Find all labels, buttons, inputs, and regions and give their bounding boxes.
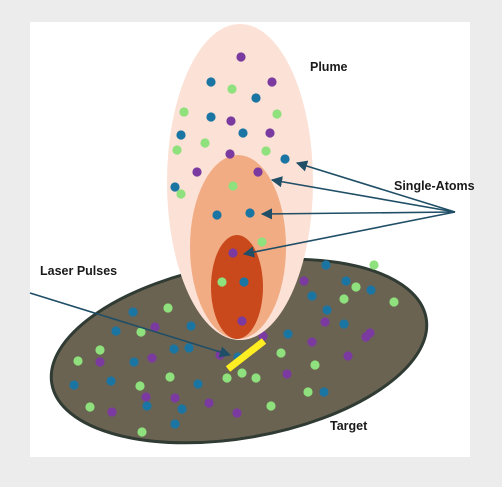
target-label: Target (330, 419, 368, 433)
atom-dot (261, 146, 271, 156)
atom-dot (303, 387, 313, 397)
atom-dot (176, 189, 186, 199)
atom-dot (369, 260, 379, 270)
atom-dot (239, 277, 249, 287)
atom-dot (193, 379, 203, 389)
atom-dot (265, 128, 275, 138)
atom-dot (389, 297, 399, 307)
atom-dot (245, 208, 255, 218)
atom-dot (163, 303, 173, 313)
atom-dot (129, 357, 139, 367)
atom-dot (227, 84, 237, 94)
atom-dot (186, 321, 196, 331)
atom-dot (170, 393, 180, 403)
atom-dot (142, 401, 152, 411)
atom-dot (339, 294, 349, 304)
atom-dot (319, 387, 329, 397)
atom-dot (95, 357, 105, 367)
atom-dot (95, 345, 105, 355)
atom-dot (237, 368, 247, 378)
atom-dot (111, 326, 121, 336)
atom-dot (341, 276, 351, 286)
laser-pulses-label: Laser Pulses (40, 264, 117, 278)
atom-dot (299, 276, 309, 286)
single-atom-arrow (260, 208, 456, 220)
atom-dot (204, 398, 214, 408)
atom-dot (85, 402, 95, 412)
atom-dot (257, 237, 267, 247)
atom-dot (321, 260, 331, 270)
laser-beam (225, 338, 267, 372)
atom-dot (172, 145, 182, 155)
atom-dot (200, 138, 210, 148)
atom-dot (206, 112, 216, 122)
atom-dot (136, 327, 146, 337)
atom-dot (141, 392, 151, 402)
atom-dot (165, 372, 175, 382)
atom-dot (282, 369, 292, 379)
atom-dot (192, 167, 202, 177)
atom-dot (107, 407, 117, 417)
atom-dot (307, 291, 317, 301)
atom-dot (226, 116, 236, 126)
atom-dot (184, 343, 194, 353)
atom-dot (251, 93, 261, 103)
atom-dot (217, 277, 227, 287)
atom-dot (320, 317, 330, 327)
atom-dot (267, 77, 277, 87)
atom-dot (232, 408, 242, 418)
atom-dot (147, 353, 157, 363)
plume-atoms (170, 52, 290, 326)
single-atom-arrow (242, 211, 456, 258)
atom-dot (106, 376, 116, 386)
atom-dot (170, 182, 180, 192)
atom-dot (73, 356, 83, 366)
atom-dot (272, 109, 282, 119)
atom-dot (222, 373, 232, 383)
atom-dot (253, 167, 263, 177)
atom-dot (237, 316, 247, 326)
atom-dot (238, 128, 248, 138)
atom-dot (361, 332, 371, 342)
atom-dot (169, 344, 179, 354)
single-atom-arrow (295, 160, 456, 213)
atom-dot (137, 427, 147, 437)
target-atoms (69, 260, 399, 437)
single-atom-arrow (270, 176, 456, 213)
atom-dot (150, 322, 160, 332)
atom-dot (69, 380, 79, 390)
atom-dot (228, 181, 238, 191)
atom-dot (228, 248, 238, 258)
atom-dot (283, 329, 293, 339)
atom-dot (280, 154, 290, 164)
atom-dot (258, 331, 268, 341)
laser-pulse-arrow (29, 292, 232, 358)
atom-dot (225, 149, 235, 159)
atom-dot (266, 401, 276, 411)
plume-label: Plume (310, 60, 348, 74)
atom-dot (251, 373, 261, 383)
atom-dot (351, 282, 361, 292)
atom-dot (236, 52, 246, 62)
atom-dot (343, 351, 353, 361)
atom-dot (307, 337, 317, 347)
atom-dot (212, 210, 222, 220)
atom-dot (276, 348, 286, 358)
atom-dot (206, 77, 216, 87)
atom-dot (310, 360, 320, 370)
atom-dot (322, 305, 332, 315)
single-atoms-label: Single-Atoms (394, 179, 475, 193)
atom-dot (170, 419, 180, 429)
atom-dot (179, 107, 189, 117)
atom-dot (176, 130, 186, 140)
atom-dot (339, 319, 349, 329)
atom-dot (366, 285, 376, 295)
atom-dot (135, 381, 145, 391)
atom-dot (128, 307, 138, 317)
plume-core (211, 235, 263, 339)
atom-dot (177, 404, 187, 414)
